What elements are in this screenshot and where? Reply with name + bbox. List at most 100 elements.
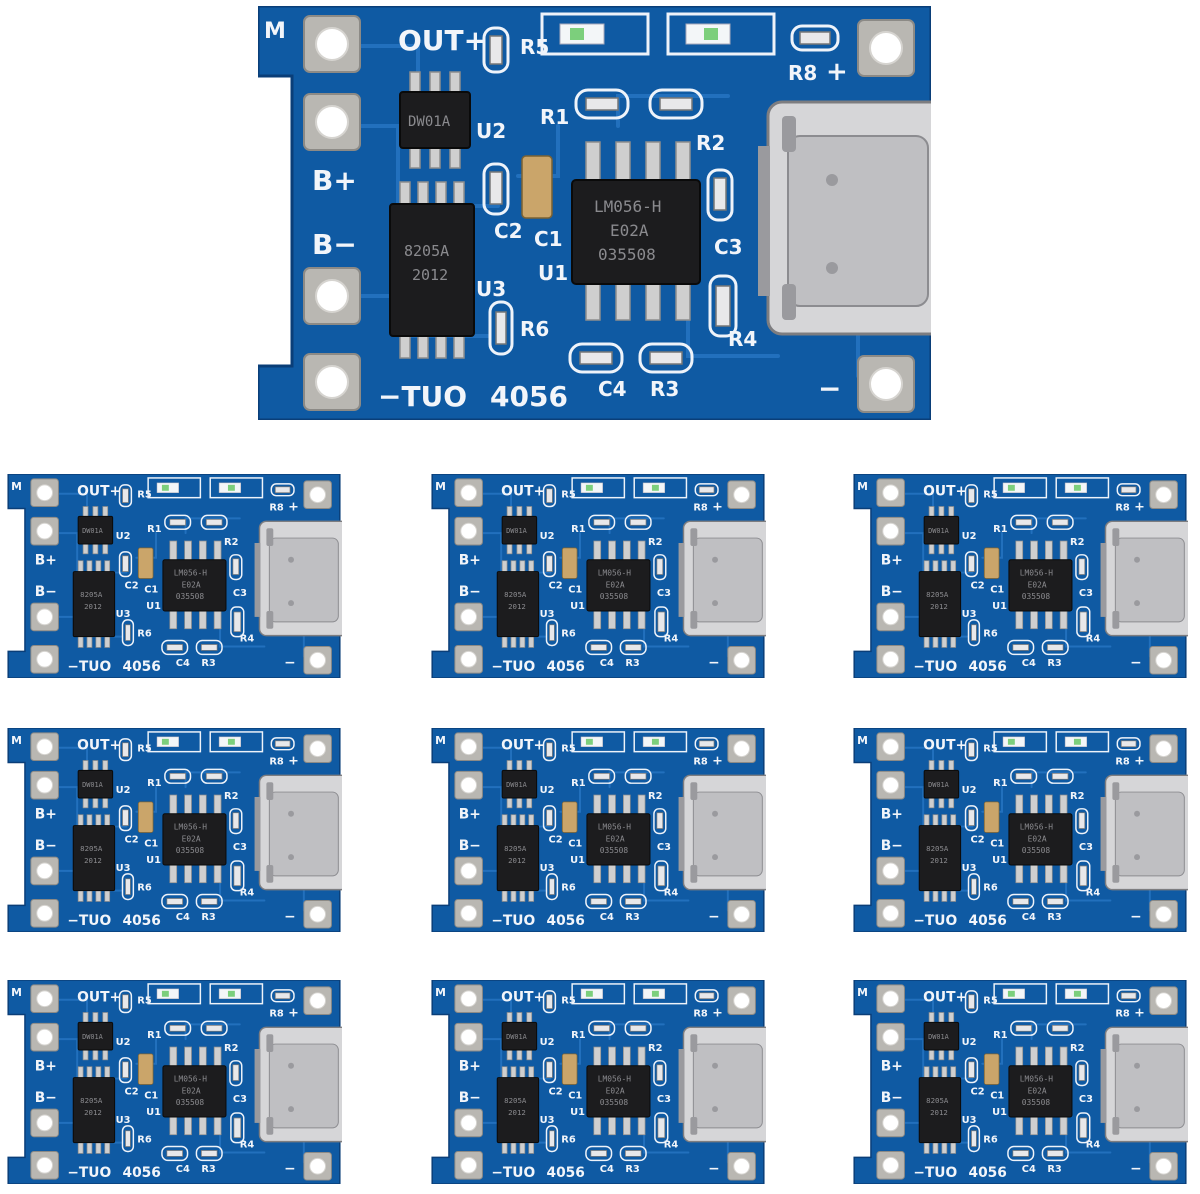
charger-board-thumbnail: M B+ B− OUT+ −TUO 4056 − + R8 R5 R1 R2 R… [852,728,1188,932]
solder-pad-icon[interactable] [727,899,756,929]
solder-pad-icon[interactable] [876,984,905,1014]
label-c4: C4 [176,658,190,669]
label-model: 4056 [969,659,1007,675]
chip-dw01a: DW01A [501,1012,538,1061]
solder-pad-icon[interactable] [454,478,483,508]
solder-pad-icon[interactable] [876,856,905,886]
solder-pad-icon[interactable] [30,602,59,632]
solder-pad-icon[interactable] [1149,1151,1178,1181]
solder-pad-icon[interactable] [454,1022,483,1052]
label-r4: R4 [664,888,679,899]
solder-pad-icon[interactable] [454,644,483,674]
chip-8205a: 8205A 2012 [72,560,116,648]
solder-pad-icon[interactable] [1149,986,1178,1015]
label-plus: + [1134,753,1145,768]
solder-pad-icon[interactable] [876,516,905,546]
label-b-plus: B+ [881,807,903,823]
label-r2: R2 [224,791,238,802]
solder-pad-icon[interactable] [30,770,59,800]
solder-pad-icon[interactable] [454,732,483,762]
solder-pad-icon[interactable] [303,480,332,509]
solder-pad-icon[interactable] [303,986,332,1015]
label-u1: U1 [992,601,1007,612]
solder-pad-icon[interactable] [1149,734,1178,763]
solder-pad-icon[interactable] [303,267,361,325]
solder-pad-icon[interactable] [876,644,905,674]
label-minus: − [708,909,720,925]
solder-pad-icon[interactable] [727,645,756,675]
usb-c-connector-icon[interactable] [1100,774,1188,891]
solder-pad-icon[interactable] [30,984,59,1014]
svg-text:2012: 2012 [508,856,526,865]
solder-pad-icon[interactable] [727,480,756,509]
solder-pad-icon[interactable] [876,1022,905,1052]
usb-c-connector-icon[interactable] [254,774,342,891]
solder-pad-icon[interactable] [30,644,59,674]
solder-pad-icon[interactable] [876,602,905,632]
solder-pad-icon[interactable] [454,984,483,1014]
solder-pad-icon[interactable] [1149,645,1178,675]
solder-pad-icon[interactable] [1149,899,1178,929]
solder-pad-icon[interactable] [303,353,361,411]
solder-pad-icon[interactable] [857,19,915,77]
solder-pad-icon[interactable] [30,1108,59,1138]
solder-pad-icon[interactable] [454,516,483,546]
solder-pad-icon[interactable] [876,732,905,762]
solder-pad-icon[interactable] [303,1151,332,1181]
usb-c-connector-icon[interactable] [678,774,766,891]
label-c2: C2 [124,834,138,845]
chip-8205a: 8205A 2012 [72,814,116,902]
solder-pad-icon[interactable] [303,734,332,763]
solder-pad-icon[interactable] [30,1022,59,1052]
usb-c-connector-icon[interactable] [254,520,342,637]
solder-pad-icon[interactable] [30,478,59,508]
label-c3: C3 [233,588,247,599]
label-m: M [857,480,868,493]
solder-pad-icon[interactable] [30,1150,59,1180]
solder-pad-icon[interactable] [876,1150,905,1180]
solder-pad-icon[interactable] [876,1108,905,1138]
solder-pad-icon[interactable] [876,898,905,928]
pcb-board-svg: M B+ B− OUT+ −TUO 4056 − + R8 R5 R1 R2 R… [7,980,342,1184]
solder-pad-icon[interactable] [876,770,905,800]
solder-pad-icon[interactable] [857,355,915,413]
chip-dw01a: DW01A [77,506,114,555]
solder-pad-icon[interactable] [727,1151,756,1181]
solder-pad-icon[interactable] [303,93,361,151]
solder-pad-icon[interactable] [30,898,59,928]
solder-pad-icon[interactable] [303,899,332,929]
solder-pad-icon[interactable] [876,478,905,508]
usb-c-connector-icon[interactable] [678,1026,766,1143]
label-c3: C3 [657,1094,671,1105]
label-u3: U3 [540,609,555,620]
solder-pad-icon[interactable] [727,734,756,763]
usb-c-connector-icon[interactable] [254,1026,342,1143]
svg-text:035508: 035508 [600,846,629,855]
label-u2: U2 [116,1037,131,1048]
solder-pad-icon[interactable] [454,770,483,800]
usb-c-connector-icon[interactable] [758,100,931,336]
label-minus: − [1130,655,1142,671]
usb-c-connector-icon[interactable] [678,520,766,637]
solder-pad-icon[interactable] [30,516,59,546]
label-model: 4056 [969,1165,1007,1181]
solder-pad-icon[interactable] [30,732,59,762]
label-u2: U2 [476,119,506,143]
label-r1: R1 [540,105,569,129]
solder-pad-icon[interactable] [1149,480,1178,509]
solder-pad-icon[interactable] [454,1108,483,1138]
solder-pad-icon[interactable] [30,856,59,886]
label-minus: − [284,1161,296,1177]
solder-pad-icon[interactable] [303,15,361,73]
label-out-minus: −TUO [913,659,957,675]
label-r8: R8 [788,61,817,85]
solder-pad-icon[interactable] [454,1150,483,1180]
led-indicator-icon [1055,983,1110,1005]
solder-pad-icon[interactable] [727,986,756,1015]
solder-pad-icon[interactable] [454,898,483,928]
usb-c-connector-icon[interactable] [1100,520,1188,637]
solder-pad-icon[interactable] [454,856,483,886]
usb-c-connector-icon[interactable] [1100,1026,1188,1143]
solder-pad-icon[interactable] [454,602,483,632]
solder-pad-icon[interactable] [303,645,332,675]
